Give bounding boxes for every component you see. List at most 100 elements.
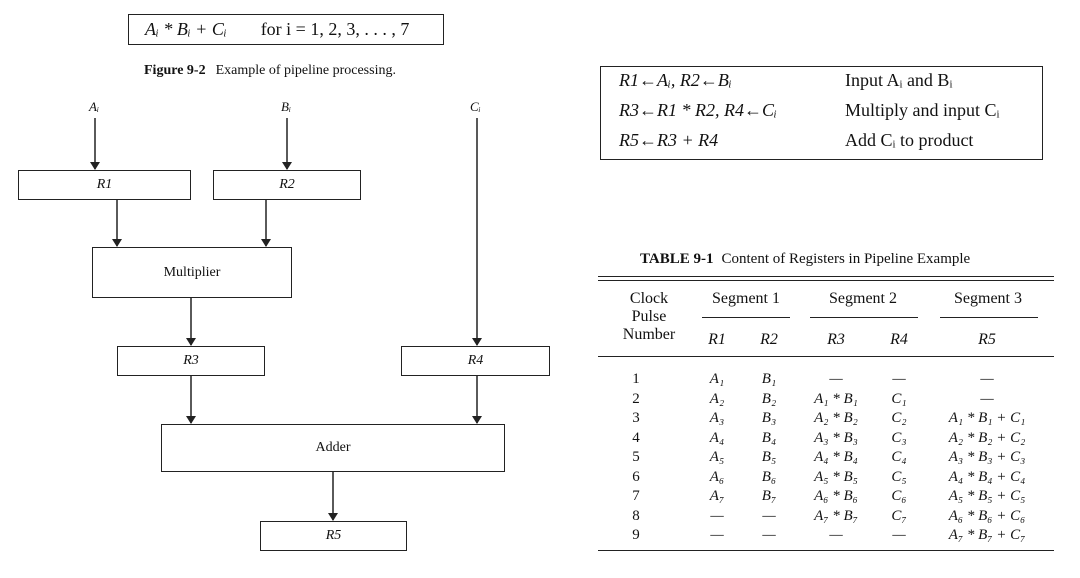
register-cell: — — [892, 527, 906, 543]
microop-row: R5←R3 + R4 Add Cᵢ to product — [619, 130, 1039, 156]
register-cell: A₁ — [709, 371, 725, 387]
register-cell: A₅ — [709, 449, 725, 465]
register-cell: A₄ * B₄ — [814, 449, 858, 465]
segment-1-rule — [702, 317, 790, 318]
microop-transfer: R3←R1 * R2, R4←Cᵢ — [619, 100, 777, 120]
clock-pulse-cell: 5 — [632, 449, 640, 465]
register-cell: A₅ * B₅ + C₅ — [948, 488, 1026, 504]
register-cell: B₆ — [761, 468, 777, 485]
register-cell: A₃ — [709, 410, 725, 426]
register-header-r5: R5 — [978, 331, 996, 348]
register-r3: R3 — [117, 346, 265, 376]
register-cell: B₂ — [761, 390, 777, 407]
register-r1: R1 — [18, 170, 191, 200]
register-cell: A₆ — [709, 468, 725, 485]
table-number: TABLE 9-1 — [640, 251, 714, 267]
microop-description: Add Cᵢ to product — [845, 130, 974, 150]
register-cell: A₄ * B₄ + C₄ — [948, 468, 1026, 485]
register-cell: A₂ — [709, 390, 725, 407]
microop-transfer: R1←Aᵢ, R2←Bᵢ — [619, 70, 732, 90]
register-cell: — — [980, 390, 994, 407]
register-cell: C₂ — [891, 410, 907, 426]
register-cell: A₂ * B₂ — [814, 410, 858, 426]
adder-block: Adder — [161, 424, 505, 472]
clock-pulse-cell: 6 — [632, 468, 640, 485]
table-caption-text: Content of Registers in Pipeline Example — [721, 251, 971, 267]
table-top-rule-2 — [598, 280, 1054, 281]
figure-caption-text: Example of pipeline processing. — [215, 63, 396, 78]
register-cell: A₁ * B₁ + C₁ — [948, 410, 1026, 426]
input-b-label: Bᵢ — [281, 99, 291, 114]
formula-range: for i = 1, 2, 3, . . . , 7 — [260, 19, 410, 39]
clock-pulse-cell: 1 — [632, 371, 640, 387]
register-cell: B₃ — [761, 410, 777, 426]
register-cell: A₇ — [709, 488, 725, 504]
register-cell: A₃ * B₃ + C₃ — [948, 449, 1026, 465]
clock-pulse-cell: 7 — [632, 488, 640, 504]
clock-pulse-cell: 8 — [632, 507, 640, 524]
register-header-r2: R2 — [760, 331, 778, 348]
register-cell: C₇ — [891, 507, 907, 524]
figure-caption: Figure 9-2 Example of pipeline processing… — [144, 63, 396, 79]
multiplier-block: Multiplier — [92, 247, 292, 298]
register-cell: — — [710, 507, 724, 524]
header-segment-3: Segment 3 — [954, 290, 1022, 307]
segment-3-rule — [940, 317, 1038, 318]
register-cell: — — [829, 371, 843, 387]
table-top-rule — [598, 276, 1054, 277]
register-cell: A₇ * B₇ + C₇ — [948, 527, 1026, 543]
clock-pulse-cell: 2 — [632, 390, 640, 407]
register-header-r1: R1 — [708, 331, 726, 348]
register-r3-label: R3 — [183, 353, 199, 368]
register-r1-label: R1 — [96, 177, 113, 192]
register-cell: C₄ — [891, 449, 907, 465]
segment-2-rule — [810, 317, 918, 318]
register-cell: A₄ — [709, 429, 725, 446]
register-cell: A₃ * B₃ — [814, 429, 858, 446]
register-r2: R2 — [213, 170, 361, 200]
table-caption: TABLE 9-1 Content of Registers in Pipelin… — [640, 251, 970, 268]
register-r4-label: R4 — [467, 353, 484, 368]
clock-pulse-cell: 4 — [632, 429, 640, 446]
microop-transfer: R5←R3 + R4 — [619, 130, 719, 150]
register-cell: A₆ * B₆ — [814, 488, 858, 504]
register-r5: R5 — [260, 521, 407, 551]
register-cell: A₅ * B₅ — [814, 468, 858, 485]
register-cell: B₅ — [761, 449, 777, 465]
register-cell: — — [980, 371, 994, 387]
header-segment-1: Segment 1 — [712, 290, 780, 307]
register-cell: — — [710, 527, 724, 543]
clock-pulse-cell: 3 — [632, 410, 640, 426]
register-cell: — — [892, 371, 906, 387]
register-header-r3: R3 — [827, 331, 845, 348]
table-bottom-rule — [598, 550, 1054, 551]
register-cell: C₅ — [891, 468, 907, 485]
microoperations-box: R1←Aᵢ, R2←Bᵢ Input Aᵢ and Bᵢ R3←R1 * R2,… — [600, 66, 1043, 160]
formula-expression: Aᵢ * Bᵢ + Cᵢ — [145, 19, 227, 39]
microop-description: Input Aᵢ and Bᵢ — [845, 70, 953, 90]
register-cell: C₃ — [891, 429, 907, 446]
header-clock-pulse: Clock Pulse Number — [622, 290, 676, 343]
register-cell: A₁ * B₁ — [814, 390, 858, 407]
input-c-label: Cᵢ — [470, 99, 481, 114]
register-cell: B₄ — [761, 429, 777, 446]
microop-description: Multiply and input Cᵢ — [845, 100, 1000, 120]
pipeline-formula-box: Aᵢ * Bᵢ + Cᵢ for i = 1, 2, 3, . . . , 7 — [128, 14, 444, 45]
register-cell: B₇ — [761, 488, 777, 504]
figure-number: Figure 9-2 — [144, 63, 206, 78]
input-a-label: Aᵢ — [89, 99, 99, 114]
register-r5-label: R5 — [325, 528, 342, 543]
pipeline-connectors — [90, 118, 482, 521]
register-cell: — — [829, 527, 843, 543]
register-cell: A₇ * B₇ — [814, 507, 858, 524]
register-r2-label: R2 — [279, 177, 295, 192]
header-segment-2: Segment 2 — [829, 290, 897, 307]
register-cell: B₁ — [761, 371, 777, 387]
clock-pulse-cell: 9 — [632, 527, 640, 543]
register-cell: A₆ * B₆ + C₆ — [948, 507, 1026, 524]
register-cell: A₂ * B₂ + C₂ — [948, 429, 1026, 446]
multiplier-label: Multiplier — [163, 264, 221, 280]
adder-label: Adder — [315, 440, 351, 455]
register-cell: C₆ — [891, 488, 907, 504]
register-r4: R4 — [401, 346, 550, 376]
